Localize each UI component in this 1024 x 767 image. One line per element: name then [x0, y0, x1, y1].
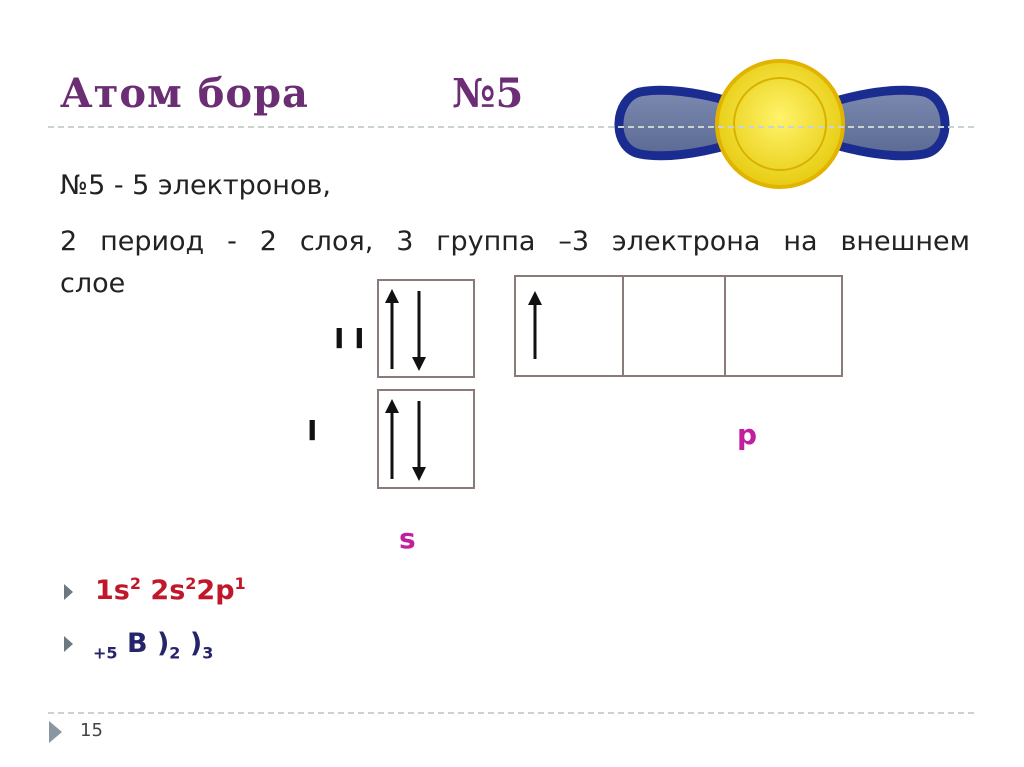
config-2p-exp: 1 — [234, 574, 246, 593]
electron-count-text: №5 - 5 электронов, — [60, 170, 331, 201]
shell-2-count: 3 — [202, 643, 214, 663]
shell-2-bracket: ) — [189, 628, 203, 659]
level-2-p-orbitals — [514, 275, 843, 377]
element-symbol: B — [126, 628, 148, 659]
config-1s: 1s — [95, 575, 130, 606]
period-group-text: 2 период - 2 слоя, 3 группа –3 электрона… — [60, 226, 970, 257]
config-2p: 2p — [196, 575, 235, 606]
spin-up-arrow-icon — [385, 399, 399, 479]
spin-down-arrow-icon — [412, 291, 426, 371]
config-2s-exp: 2 — [185, 574, 197, 593]
level-1-s-orbital — [377, 389, 475, 489]
spin-up-arrow-icon — [528, 291, 542, 359]
page-number: 15 — [80, 720, 103, 741]
s-orbital-label: s — [399, 522, 416, 555]
orbital-illustration-icon — [614, 59, 950, 189]
bullet-icon — [64, 584, 73, 600]
element-number-title: №5 — [452, 70, 524, 117]
page-title: Атом бора — [60, 70, 309, 117]
config-2s: 2s — [150, 575, 186, 606]
p-orbital-label: p — [737, 418, 758, 451]
title-divider — [48, 126, 974, 128]
shell-1-bracket: ) — [156, 628, 170, 659]
shell-1-count: 2 — [169, 643, 181, 663]
p-orbital-divider — [724, 277, 726, 375]
slide-arrow-icon — [49, 721, 62, 743]
config-1s-exp: 2 — [129, 574, 141, 593]
spin-up-arrow-icon — [385, 289, 399, 369]
level-1-label: I — [307, 414, 318, 447]
spin-down-arrow-icon — [412, 401, 426, 481]
footer-divider — [48, 712, 974, 714]
electron-configuration: 1s2 2s22p1 — [95, 574, 246, 606]
shell-scheme: +5 B )2 )3 — [93, 628, 213, 662]
level-2-s-orbital — [377, 279, 475, 378]
p-orbital-divider — [622, 277, 624, 375]
bullet-icon — [64, 636, 73, 652]
level-2-label: I I — [334, 322, 365, 355]
period-group-text-cont: слое — [60, 268, 126, 299]
nucleus-charge: +5 — [93, 643, 118, 663]
